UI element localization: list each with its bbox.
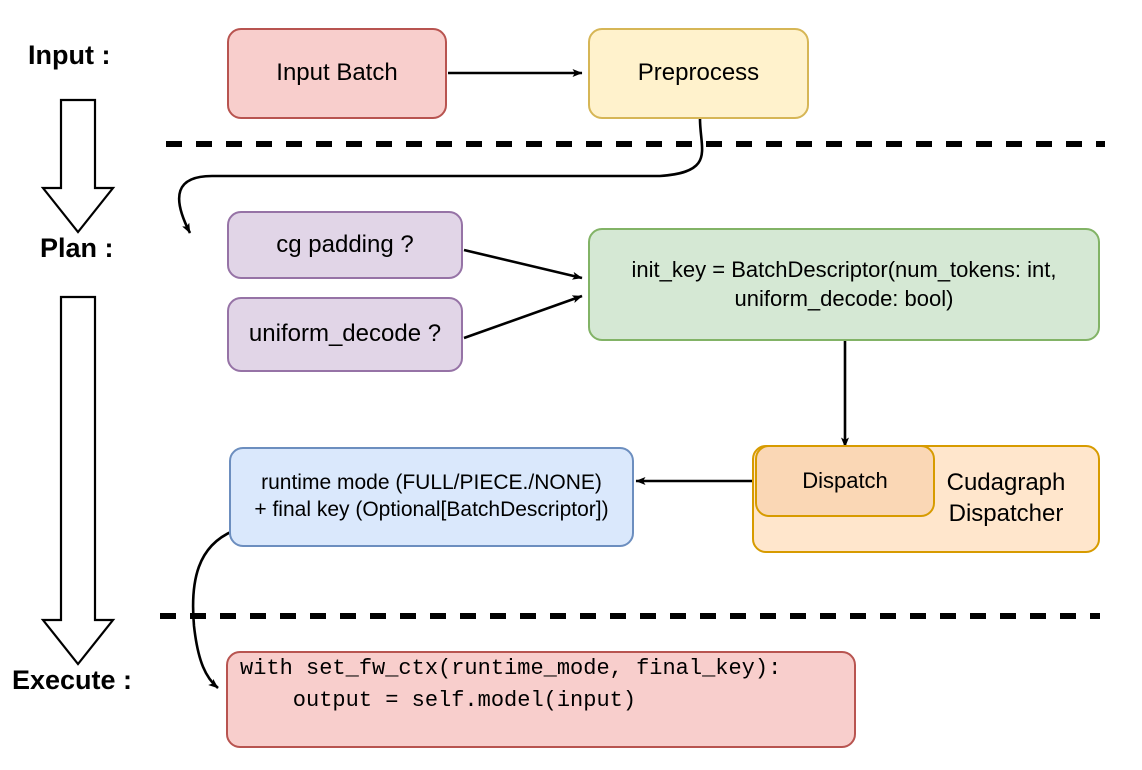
edge-preprocess-to-cgpadding (177, 118, 704, 234)
node-exec-code-line2: output = self.model(input) (240, 687, 637, 713)
stage-label-execute: Execute : (12, 665, 133, 695)
node-init-key-line1: init_key = BatchDescriptor(num_tokens: i… (631, 257, 1057, 283)
node-init-key-line2: uniform_decode: bool) (734, 285, 954, 311)
node-runtime-mode[interactable]: runtime mode (FULL/PIECE./NONE) + final … (229, 447, 634, 547)
node-runtime-mode-line1: runtime mode (FULL/PIECE./NONE) (261, 471, 602, 495)
node-cg-padding[interactable]: cg padding ? (227, 211, 463, 279)
node-exec-code[interactable]: with set_fw_ctx(runtime_mode, final_key)… (226, 651, 856, 748)
node-init-key[interactable]: init_key = BatchDescriptor(num_tokens: i… (588, 228, 1100, 341)
plan-to-execute-arrow (40, 295, 116, 666)
node-cudagraph-dispatcher-line2: Dispatcher (948, 500, 1064, 527)
node-input-batch[interactable]: Input Batch (227, 28, 447, 119)
input-to-plan-arrow (40, 98, 116, 234)
node-runtime-mode-line2: + final key (Optional[BatchDescriptor]) (254, 498, 609, 521)
node-preprocess[interactable]: Preprocess (588, 28, 809, 119)
stage-label-plan: Plan : (40, 233, 114, 263)
edge-runtimemode-to-execcode (191, 529, 234, 689)
node-cudagraph-dispatcher-line1: Cudagraph (946, 469, 1066, 497)
node-uniform-decode[interactable]: uniform_decode ? (227, 297, 463, 372)
edge-cgpadding-to-initkey (463, 248, 583, 280)
edge-uniformdecode-to-initkey (463, 294, 583, 340)
node-dispatch[interactable]: Dispatch (755, 445, 935, 517)
stage-label-input: Input : (28, 40, 111, 70)
node-exec-code-line1: with set_fw_ctx(runtime_mode, final_key)… (240, 656, 782, 681)
